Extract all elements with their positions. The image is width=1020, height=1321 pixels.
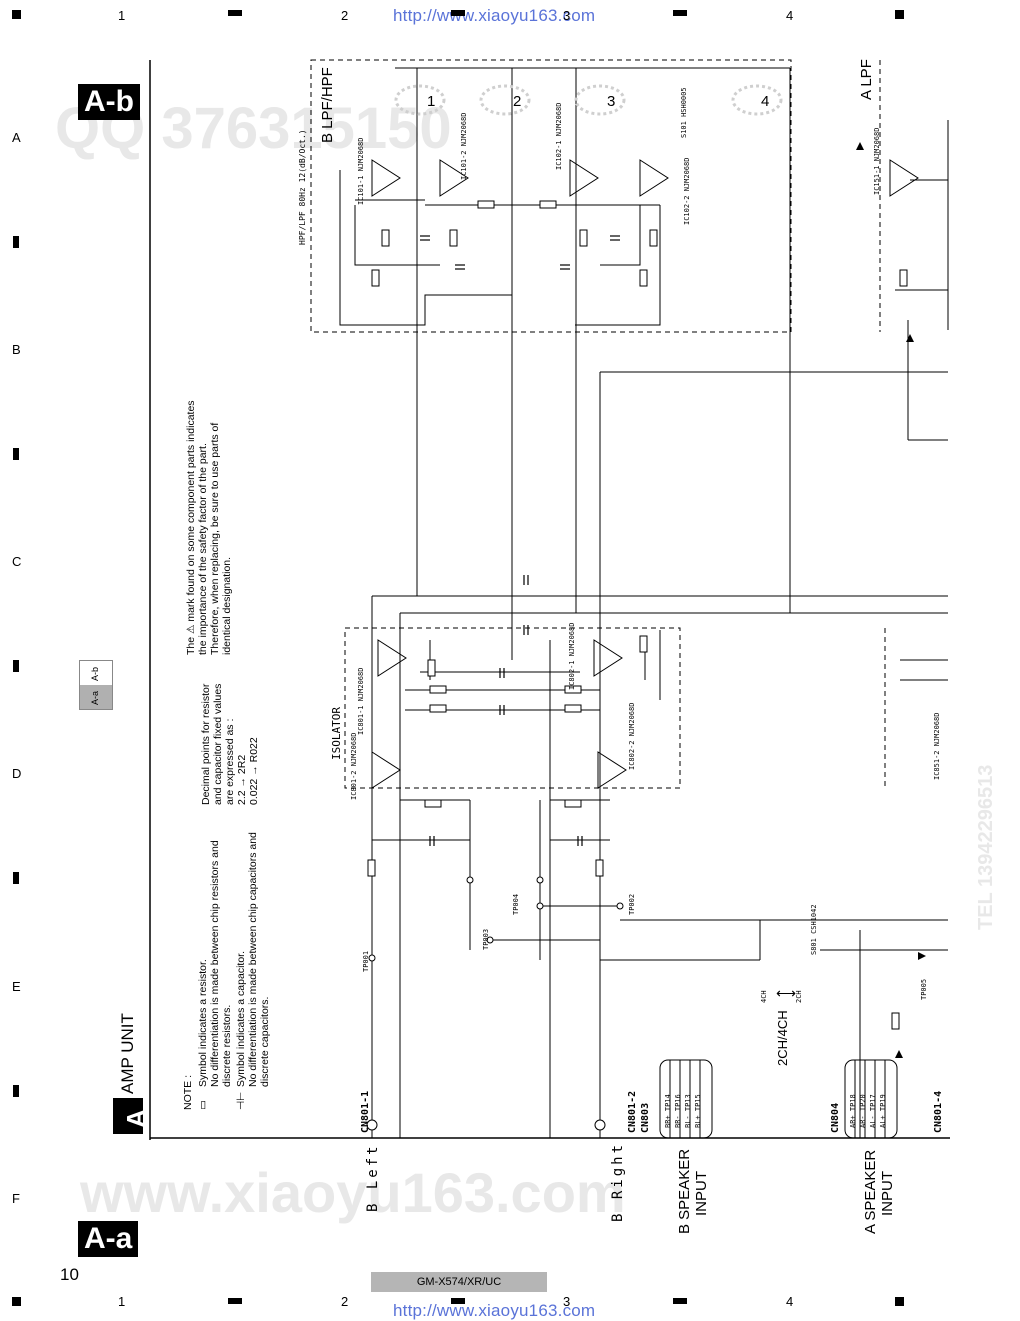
cn803-pin-bl-plus: BL+ TP15 <box>694 1094 702 1128</box>
a-lpf-label: A LPF <box>858 59 875 100</box>
grid-marker <box>13 236 19 248</box>
test-point-tp004: TP004 <box>512 893 520 915</box>
col-number-1-bottom: 1 <box>118 1294 126 1309</box>
b-speaker-input-label-2: INPUT <box>693 1171 710 1216</box>
a-speaker-input-label-2: INPUT <box>879 1171 896 1216</box>
top-url[interactable]: http://www.xiaoyu163.com <box>393 6 596 25</box>
grid-marker <box>13 1085 19 1097</box>
watermark-site: www.xiaoyu163.com <box>80 1161 626 1224</box>
cn804-pin-ar-plus: AR+ TP18 <box>849 1094 857 1128</box>
switch-s801-label: S801 CSH1042 <box>810 904 818 955</box>
a-speaker-input-label-1: A SPEAKER <box>862 1149 879 1234</box>
col-number-3-top: 3 <box>563 8 571 23</box>
grid-marker <box>895 10 904 19</box>
row-letter-e: E <box>12 979 21 994</box>
ic801-1-label: IC801-1 NJM2068D <box>357 667 365 735</box>
grid-marker <box>228 10 242 16</box>
ic801-2-label: IC801-2 NJM2068D <box>350 732 358 800</box>
b-left-label: B Left <box>365 1143 381 1212</box>
hpf-lpf-spec: HPF/LPF 80Hz 12(dB/Oct.) <box>298 129 307 245</box>
switch-position-3: 3 <box>607 93 616 110</box>
grid-marker <box>12 10 21 19</box>
ic102-1-label: IC102-1 NJM2068D <box>555 102 563 170</box>
switch-position-1: 1 <box>427 93 436 110</box>
row-letter-a: A <box>12 130 21 145</box>
test-point-tp005: TP005 <box>920 978 928 1000</box>
tab-a-a[interactable]: A-a <box>80 685 112 709</box>
grid-marker <box>13 448 19 460</box>
grid-marker <box>228 1298 242 1304</box>
grid-marker <box>451 1298 465 1304</box>
connector-cn804: CN804 <box>830 1102 841 1133</box>
test-point-tp002: TP002 <box>628 893 636 915</box>
row-letter-d: D <box>12 766 22 781</box>
cn804-pin-ar-minus: AR- TP20 <box>859 1094 867 1128</box>
isolator-label: ISOLATOR <box>330 707 343 760</box>
page-number: 10 <box>60 1265 79 1284</box>
test-point-tp003: TP003 <box>482 928 490 950</box>
b-lpf-hpf-label: B LPF/HPF <box>319 67 336 143</box>
tab-a-b[interactable]: A-b <box>80 661 112 685</box>
row-letter-f: F <box>12 1191 20 1206</box>
section-badge-bottom: A-a <box>78 1221 139 1257</box>
grid-marker <box>451 10 465 16</box>
col-number-3-bottom: 3 <box>563 1294 571 1309</box>
model-label: GM-X574/XR/UC <box>371 1272 547 1292</box>
ch-4-label: 4CH <box>760 990 768 1003</box>
switch-s101-label: S101 HSH0005 <box>680 87 688 138</box>
ic101-2-label: IC101-2 NJM2068D <box>460 112 468 180</box>
cn804-pin-al-minus: AL- TP17 <box>869 1094 877 1128</box>
cn803-pin-br-plus: BR+ TP14 <box>664 1094 672 1128</box>
b-speaker-input-label-1: B SPEAKER <box>676 1148 693 1234</box>
connector-cn801-2: CN801-2 <box>627 1090 638 1133</box>
connector-cn801-4: CN801-4 <box>933 1090 944 1133</box>
bottom-url[interactable]: http://www.xiaoyu163.com <box>393 1301 596 1320</box>
col-number-1-top: 1 <box>118 8 126 23</box>
grid-marker <box>673 10 687 16</box>
cn803-pin-br-minus: BR- TP16 <box>674 1094 682 1128</box>
unit-letter-badge: A <box>113 1098 151 1134</box>
row-letter-b: B <box>12 342 21 357</box>
ic802-2-label: IC802-2 NJM2068D <box>628 702 636 770</box>
switch-position-4: 4 <box>761 93 770 110</box>
ch-switch-label: 2CH/4CH <box>775 1010 790 1066</box>
section-badge-top: A-b <box>78 84 140 120</box>
grid-marker <box>12 1297 21 1306</box>
grid-marker <box>13 872 19 884</box>
connector-cn803: CN803 <box>640 1102 651 1133</box>
col-number-4-bottom: 4 <box>786 1294 794 1309</box>
ic102-2-label: IC102-2 NJM2068D <box>683 157 691 225</box>
grid-marker <box>13 660 19 672</box>
test-point-tp001: TP001 <box>362 950 370 972</box>
ic851-2-label: IC851-2 NJM2068D <box>933 712 941 780</box>
page-tab-switcher[interactable]: A-b A-a <box>79 660 113 710</box>
switch-position-2: 2 <box>513 93 522 110</box>
col-number-2-top: 2 <box>341 8 349 23</box>
connector-cn801-1: CN801-1 <box>360 1090 371 1133</box>
cn803-pin-bl-minus: BL- TP13 <box>684 1094 692 1128</box>
ic101-1-label: IC101-1 NJM2068D <box>357 137 365 205</box>
ch-arrow-icon: ⟷ <box>776 985 797 1001</box>
ic151-1-label: IC151-1 NJM2068D <box>873 127 881 195</box>
b-right-label: B Right <box>610 1141 626 1222</box>
cn804-pin-al-plus: AL+ TP19 <box>879 1094 887 1128</box>
col-number-4-top: 4 <box>786 8 794 23</box>
grid-marker <box>895 1297 904 1306</box>
row-letter-c: C <box>12 554 22 569</box>
ch-2-label: 2CH <box>795 990 803 1003</box>
col-number-2-bottom: 2 <box>341 1294 349 1309</box>
grid-marker <box>673 1298 687 1304</box>
ic802-1-label: IC802-1 NJM2068D <box>568 622 576 690</box>
